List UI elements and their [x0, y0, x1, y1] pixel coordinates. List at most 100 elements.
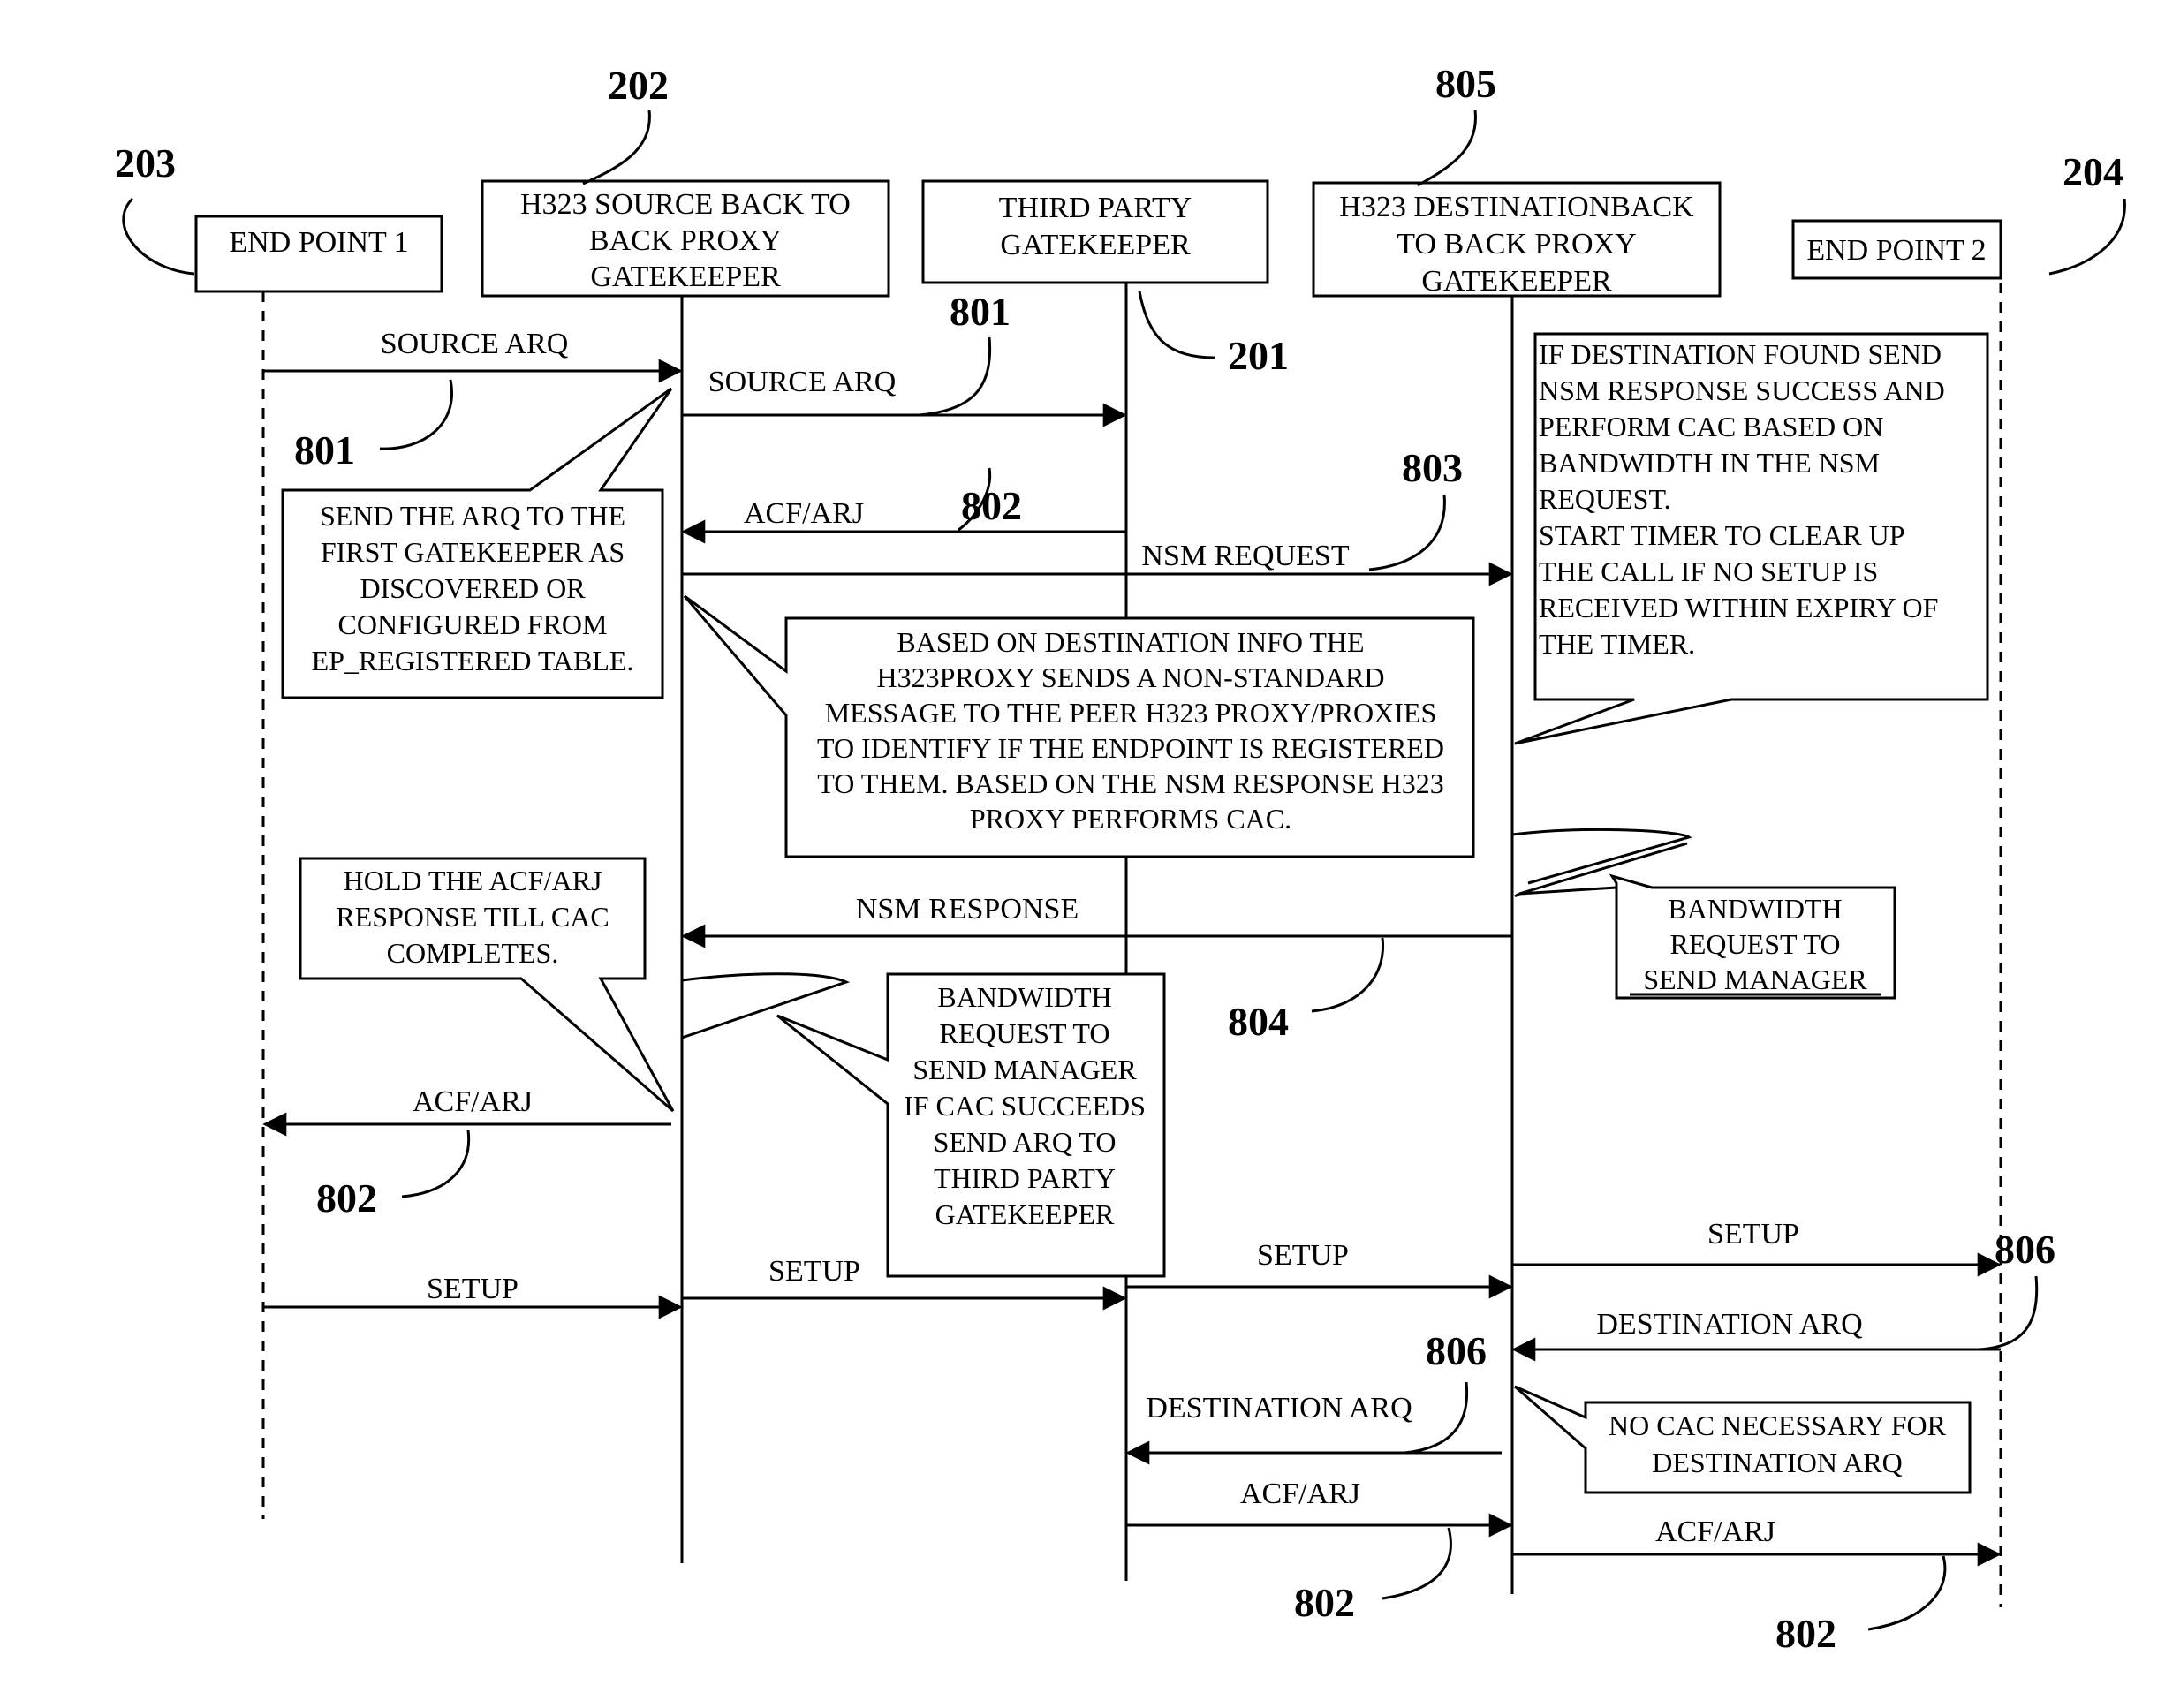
svg-text:HOLD THE ACF/ARJ: HOLD THE ACF/ARJ [344, 865, 602, 896]
svg-text:IF CAC SUCCEEDS: IF CAC SUCCEEDS [904, 1090, 1146, 1122]
svg-text:THE TIMER.: THE TIMER. [1539, 628, 1695, 660]
svg-text:COMPLETES.: COMPLETES. [387, 937, 559, 969]
note-hold-acf: HOLD THE ACF/ARJ RESPONSE TILL CAC COMPL… [300, 858, 673, 1111]
ref-204: 204 [2063, 149, 2123, 194]
msg-nsm-response-label: NSM RESPONSE [856, 893, 1079, 926]
svg-text:BASED ON DESTINATION INFO THE: BASED ON DESTINATION INFO THE [897, 626, 1364, 658]
note-no-cac: NO CAC NECESSARY FOR DESTINATION ARQ [1515, 1387, 1970, 1493]
svg-text:START TIMER TO CLEAR UP: START TIMER TO CLEAR UP [1539, 519, 1905, 551]
note-destination-found: IF DESTINATION FOUND SEND NSM RESPONSE S… [1515, 334, 1987, 744]
ref-806-a-leader [1979, 1276, 2037, 1349]
bw-dst-curve [1512, 829, 1689, 883]
entity-end-point-2: END POINT 2 [1793, 221, 2001, 278]
entity-label: H323 DESTINATIONBACK [1339, 191, 1694, 223]
svg-text:IF DESTINATION FOUND SEND: IF DESTINATION FOUND SEND [1539, 338, 1942, 370]
ref-203-leader [124, 199, 194, 274]
svg-text:RECEIVED WITHIN EXPIRY OF: RECEIVED WITHIN EXPIRY OF [1539, 592, 1938, 623]
entity-third-party-gatekeeper: THIRD PARTY GATEKEEPER [923, 181, 1268, 283]
ref-201-leader [1139, 291, 1215, 358]
ref-802-d-leader [1868, 1556, 1945, 1629]
svg-text:FIRST GATEKEEPER AS: FIRST GATEKEEPER AS [321, 536, 625, 568]
ref-204-leader [2049, 199, 2124, 274]
msg-acf-arj-2-label: ACF/ARJ [413, 1085, 533, 1118]
svg-text:THIRD PARTY: THIRD PARTY [934, 1162, 1116, 1194]
ref-802-b-leader [402, 1130, 469, 1197]
ref-801-a: 801 [294, 427, 355, 472]
entity-source-proxy: H323 SOURCE BACK TO BACK PROXY GATEKEEPE… [482, 181, 889, 296]
entity-label: GATEKEEPER [1000, 229, 1191, 261]
msg-acf-arj-1-label: ACF/ARJ [744, 497, 864, 530]
svg-text:PROXY PERFORMS CAC.: PROXY PERFORMS CAC. [970, 803, 1291, 835]
ref-804-leader [1312, 938, 1383, 1011]
svg-text:NSM RESPONSE SUCCESS AND: NSM RESPONSE SUCCESS AND [1539, 374, 1945, 406]
entity-label: GATEKEEPER [1421, 265, 1612, 298]
ref-803-leader [1369, 495, 1444, 570]
entity-label: H323 SOURCE BACK TO [520, 188, 851, 221]
svg-text:RESPONSE TILL CAC: RESPONSE TILL CAC [336, 901, 609, 933]
entity-destination-proxy: H323 DESTINATIONBACK TO BACK PROXY GATEK… [1313, 183, 1720, 298]
ref-806-b: 806 [1426, 1328, 1487, 1373]
ref-806-a: 806 [1995, 1227, 2055, 1272]
svg-text:REQUEST.: REQUEST. [1539, 483, 1671, 515]
ref-802-b: 802 [316, 1175, 377, 1221]
svg-text:H323PROXY SENDS A NON-STANDARD: H323PROXY SENDS A NON-STANDARD [877, 661, 1385, 693]
bw-src-curve [682, 974, 846, 1038]
ref-805-leader [1418, 110, 1475, 185]
svg-text:EP_REGISTERED TABLE.: EP_REGISTERED TABLE. [312, 645, 634, 676]
note-nsm-info: BASED ON DESTINATION INFO THE H323PROXY … [685, 596, 1473, 857]
entity-label: BACK PROXY [589, 224, 782, 257]
svg-text:REQUEST TO: REQUEST TO [940, 1017, 1110, 1049]
entity-label: END POINT 2 [1806, 234, 1986, 267]
svg-text:BANDWIDTH IN THE NSM: BANDWIDTH IN THE NSM [1539, 447, 1880, 479]
entity-label: THIRD PARTY [999, 192, 1192, 224]
entity-label: GATEKEEPER [590, 261, 781, 293]
msg-destination-arq-1-label: DESTINATION ARQ [1596, 1308, 1862, 1341]
msg-destination-arq-2-label: DESTINATION ARQ [1146, 1392, 1412, 1425]
svg-text:PERFORM CAC BASED ON: PERFORM CAC BASED ON [1539, 411, 1883, 442]
msg-setup-1-label: SETUP [427, 1273, 519, 1305]
msg-acf-arj-3-label: ACF/ARJ [1240, 1477, 1360, 1510]
ref-201: 201 [1228, 333, 1289, 378]
svg-text:REQUEST TO: REQUEST TO [1670, 928, 1841, 960]
svg-text:CONFIGURED FROM: CONFIGURED FROM [338, 608, 608, 640]
ref-801-b: 801 [950, 289, 1011, 334]
svg-text:DESTINATION ARQ: DESTINATION ARQ [1652, 1447, 1903, 1478]
msg-acf-arj-4-label: ACF/ARJ [1655, 1515, 1775, 1548]
svg-text:DISCOVERED OR: DISCOVERED OR [360, 572, 586, 604]
ref-802-c: 802 [1294, 1580, 1355, 1625]
note-bandwidth-destination: BANDWIDTH REQUEST TO SEND MANAGER [1515, 843, 1895, 998]
ref-802-c-leader [1382, 1528, 1450, 1598]
svg-text:GATEKEEPER: GATEKEEPER [935, 1198, 1115, 1230]
note-bw-dst-pointer [1519, 843, 1687, 894]
ref-802-d: 802 [1775, 1611, 1836, 1656]
ref-805: 805 [1435, 61, 1496, 106]
svg-text:TO IDENTIFY IF THE ENDPOINT IS: TO IDENTIFY IF THE ENDPOINT IS REGISTERE… [817, 732, 1444, 764]
ref-202-leader [583, 110, 649, 184]
svg-text:SEND MANAGER: SEND MANAGER [1643, 964, 1867, 995]
svg-text:BANDWIDTH: BANDWIDTH [1668, 893, 1842, 925]
ref-804: 804 [1228, 999, 1289, 1044]
svg-text:TO THEM. BASED ON THE NSM RESP: TO THEM. BASED ON THE NSM RESPONSE H323 [817, 767, 1443, 799]
svg-text:MESSAGE TO THE PEER H323 PROXY: MESSAGE TO THE PEER H323 PROXY/PROXIES [825, 697, 1437, 729]
msg-setup-2-label: SETUP [768, 1255, 860, 1288]
msg-setup-4-label: SETUP [1707, 1218, 1799, 1251]
msg-setup-3-label: SETUP [1257, 1239, 1349, 1272]
note-bandwidth-source: BANDWIDTH REQUEST TO SEND MANAGER IF CAC… [777, 974, 1164, 1276]
svg-text:SEND THE ARQ TO THE: SEND THE ARQ TO THE [320, 500, 625, 532]
ref-803: 803 [1402, 445, 1463, 490]
svg-text:SEND MANAGER: SEND MANAGER [912, 1054, 1137, 1085]
svg-text:THE CALL IF NO SETUP IS: THE CALL IF NO SETUP IS [1539, 555, 1878, 587]
ref-801-b-leader [919, 337, 990, 415]
svg-text:NO CAC NECESSARY FOR: NO CAC NECESSARY FOR [1609, 1409, 1947, 1441]
svg-text:BANDWIDTH: BANDWIDTH [937, 981, 1111, 1013]
entity-label: TO BACK PROXY [1397, 228, 1636, 261]
msg-nsm-request-label: NSM REQUEST [1141, 540, 1349, 572]
ref-203: 203 [115, 140, 176, 185]
entity-label: END POINT 1 [229, 226, 408, 259]
ref-806-b-leader [1404, 1382, 1467, 1453]
ref-801-a-leader [380, 380, 452, 449]
msg-source-arq-1-label: SOURCE ARQ [381, 328, 569, 360]
ref-202: 202 [608, 63, 669, 108]
entity-end-point-1: END POINT 1 [196, 216, 442, 291]
